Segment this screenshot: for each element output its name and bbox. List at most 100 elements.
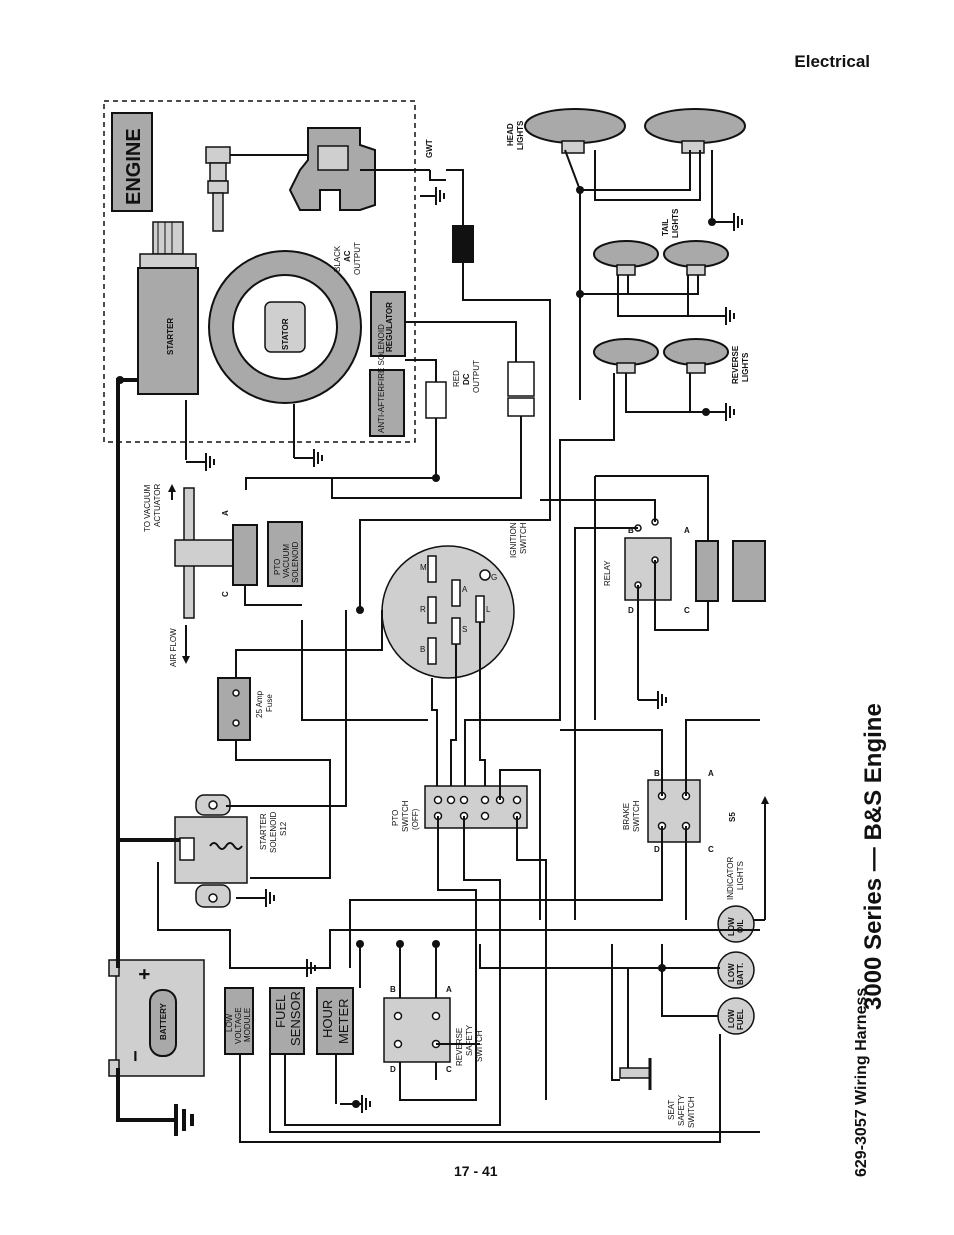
hour-meter: HOUR METER [316, 987, 354, 1055]
svg-text:OIL: OIL [736, 920, 745, 933]
svg-text:OUTPUT: OUTPUT [472, 360, 481, 393]
svg-text:SAFETY: SAFETY [465, 1024, 474, 1056]
svg-text:+: + [134, 968, 156, 980]
svg-text:BATT.: BATT. [736, 963, 745, 985]
junction-dots [116, 186, 716, 1108]
reverse-lights: REVERSE LIGHTS [593, 338, 750, 384]
section-header: Electrical [794, 52, 870, 71]
svg-text:SENSOR: SENSOR [288, 991, 303, 1046]
svg-text:SOLENOID: SOLENOID [291, 541, 300, 583]
svg-text:A: A [708, 769, 714, 778]
svg-text:REVERSE: REVERSE [731, 345, 740, 384]
pto-switch: PTO SWITCH (OFF) [391, 785, 528, 832]
svg-text:LOW: LOW [225, 1013, 234, 1032]
svg-text:L: L [486, 605, 491, 614]
svg-text:PTO: PTO [391, 810, 400, 826]
svg-text:D: D [390, 1065, 396, 1074]
stator: STATOR [208, 250, 362, 404]
head-lights: HEAD LIGHTS [506, 108, 746, 154]
svg-text:25 Amp: 25 Amp [255, 690, 264, 718]
svg-text:G: G [491, 573, 497, 582]
svg-text:B: B [628, 526, 634, 535]
reverse-safety-switch: B A D C REVERSE SAFETY SWITCH [383, 985, 484, 1074]
svg-text:OUTPUT: OUTPUT [353, 242, 362, 275]
engine-boundary [103, 100, 416, 443]
svg-text:TO VACUUM: TO VACUUM [143, 484, 152, 532]
fuel-sensor: FUEL SENSOR [269, 987, 305, 1055]
svg-text:B: B [420, 645, 425, 654]
svg-text:REGULATOR: REGULATOR [385, 302, 394, 352]
page-number: 17 - 41 [454, 1163, 498, 1179]
starter-solenoid: STARTER SOLENOID S12 [174, 794, 288, 908]
gwt-label: GWT [425, 139, 434, 158]
svg-text:SWITCH: SWITCH [687, 1096, 696, 1128]
svg-text:A: A [446, 985, 452, 994]
svg-text:A: A [684, 526, 690, 535]
svg-text:STARTER: STARTER [259, 813, 268, 850]
svg-text:SWITCH: SWITCH [632, 800, 641, 832]
low-batt-indicator: LOW BATT. [717, 951, 755, 989]
svg-text:FUEL: FUEL [736, 1009, 745, 1030]
svg-text:MODULE: MODULE [243, 1008, 252, 1042]
svg-text:S12: S12 [279, 821, 288, 836]
svg-text:C: C [684, 606, 690, 615]
svg-text:TAIL: TAIL [661, 219, 670, 236]
fuse-25-amp: 25 Amp Fuse [217, 677, 274, 741]
svg-text:A: A [221, 510, 230, 516]
svg-text:S: S [462, 625, 467, 634]
svg-text:VOLTAGE: VOLTAGE [234, 1007, 243, 1044]
relay: B A D C RELAY [603, 518, 766, 615]
svg-text:C: C [446, 1065, 452, 1074]
indicator-lights: INDICATOR LIGHTS [726, 796, 769, 921]
svg-text:LOW: LOW [727, 917, 736, 936]
svg-text:SWITCH: SWITCH [519, 522, 528, 554]
svg-text:AIR FLOW: AIR FLOW [169, 628, 178, 667]
svg-text:D: D [654, 845, 660, 854]
svg-text:STARTER: STARTER [166, 318, 175, 355]
vacuum-actuator-label: TO VACUUM ACTUATOR [143, 484, 176, 532]
wires [116, 149, 760, 1143]
svg-text:ACTUATOR: ACTUATOR [153, 484, 162, 527]
svg-text:ANTI-AFTERFIRE SOLENOID: ANTI-AFTERFIRE SOLENOID [377, 324, 386, 433]
svg-text:B: B [390, 985, 396, 994]
starter-motor: STARTER [137, 221, 199, 395]
pto-vacuum-solenoid: PTO VACUUM SOLENOID A C [174, 487, 303, 619]
svg-text:BATTERY: BATTERY [159, 1002, 168, 1040]
regulator: REGULATOR [370, 291, 406, 357]
svg-text:B: B [654, 769, 660, 778]
svg-text:D: D [628, 606, 634, 615]
svg-text:C: C [221, 591, 230, 597]
svg-text:REVERSE: REVERSE [455, 1028, 464, 1066]
svg-text:PTO: PTO [273, 559, 282, 575]
brake-switch: B A D C BRAKE SWITCH S5 [622, 769, 737, 854]
engine-connector-plug [507, 361, 535, 397]
svg-text:STATOR: STATOR [281, 318, 290, 350]
svg-text:SWITCH: SWITCH [475, 1030, 484, 1062]
svg-text:HEAD: HEAD [506, 123, 515, 146]
air-flow-label: AIR FLOW [169, 625, 190, 667]
svg-text:INDICATOR: INDICATOR [726, 857, 735, 900]
engine-connector-black [452, 225, 474, 263]
svg-text:R: R [420, 605, 426, 614]
svg-text:AC: AC [343, 250, 352, 262]
svg-text:SWITCH: SWITCH [401, 800, 410, 832]
svg-text:A: A [462, 585, 468, 594]
engine-label-box [111, 112, 153, 212]
engine-connector-red [425, 381, 447, 419]
svg-text:629-3057 Wiring Harness: 629-3057 Wiring Harness [853, 988, 870, 1177]
svg-text:(OFF): (OFF) [411, 808, 420, 830]
low-fuel-indicator: LOW FUEL [717, 997, 755, 1035]
svg-text:M: M [420, 563, 427, 572]
dc-output-label: RED DC OUTPUT [452, 360, 481, 393]
svg-text:RED: RED [452, 370, 461, 387]
engine-connector-plug2 [507, 397, 535, 417]
svg-text:3000 Series — B&S Engine: 3000 Series — B&S Engine [860, 703, 887, 1010]
tail-lights: TAIL LIGHTS [593, 208, 729, 276]
svg-text:Fuse: Fuse [265, 694, 274, 712]
svg-text:−: − [125, 1050, 147, 1062]
low-voltage-module: LOW VOLTAGE MODULE [224, 987, 254, 1055]
svg-text:SOLENOID: SOLENOID [269, 811, 278, 853]
svg-text:LOW: LOW [727, 1009, 736, 1028]
battery: BATTERY + − [108, 959, 205, 1077]
